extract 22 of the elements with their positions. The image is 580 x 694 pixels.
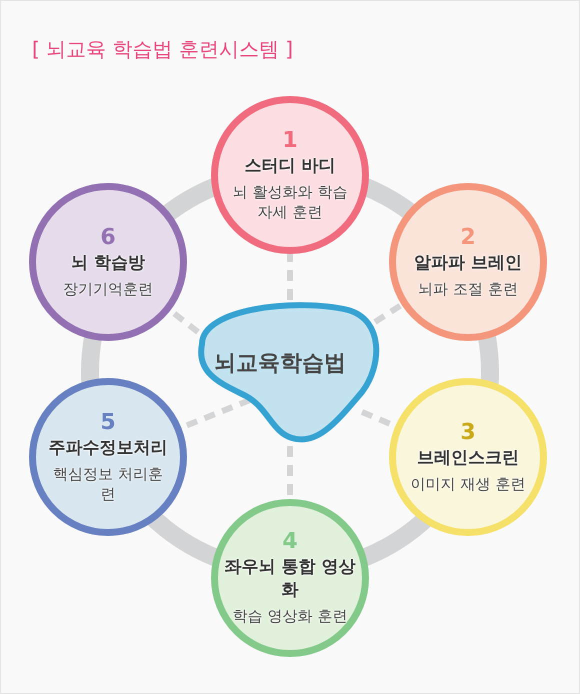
step-description: 학습 영상화 훈련 <box>232 606 348 626</box>
step-title: 브레인스크린 <box>417 446 519 470</box>
step-description: 뇌파 조절 훈련 <box>418 278 518 298</box>
step-title: 스터디 바디 <box>244 154 336 178</box>
step-title: 뇌 학습방 <box>71 252 145 274</box>
step-title: 좌우뇌 통합 영상화 <box>224 556 356 602</box>
center-title: 뇌교육학습법 <box>214 350 346 378</box>
step-number: 6 <box>100 226 116 250</box>
step-number: 3 <box>460 420 476 444</box>
step-number: 2 <box>460 226 476 250</box>
step-description: 뇌 활성화와 학습자세 훈련 <box>232 182 348 222</box>
step-title: 알파파 브레인 <box>414 252 522 274</box>
connector-line <box>373 302 404 325</box>
connector-line <box>287 254 293 300</box>
step-description: 장기기억훈련 <box>63 278 153 298</box>
step-description: 이미지 재생 훈련 <box>410 474 526 494</box>
step-title: 주파수정보처리 <box>48 436 168 460</box>
step-number: 1 <box>282 128 298 152</box>
step-number: 4 <box>282 530 298 554</box>
title: [ 뇌교육 학습법 훈련시스템 ] <box>32 36 294 63</box>
step-number: 5 <box>100 410 116 434</box>
step-description: 핵심정보 처리훈련 <box>52 464 164 504</box>
